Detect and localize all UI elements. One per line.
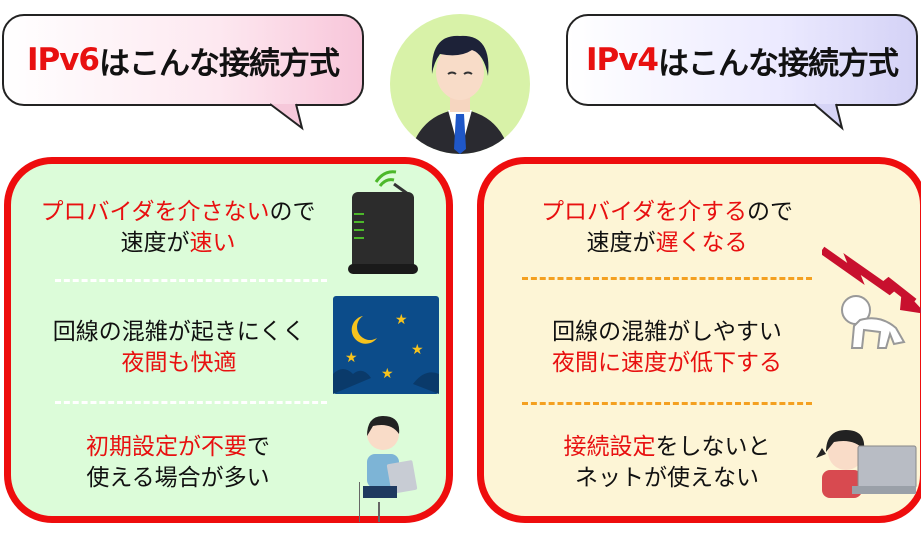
text-segment: ので [269,199,316,225]
text-segment: プロバイダを介する [540,199,748,225]
divider [522,402,812,405]
down-arrow-icon [822,246,921,314]
ipv4-panel: プロバイダを介するので 速度が遅くなる 回線の混雑がしやすい 夜間に速度が低下す… [477,157,921,523]
ipv4-point-setup: 接続設定をしないと ネットが使えない [522,432,812,494]
businessman-avatar [390,14,530,154]
svg-text:★: ★ [345,350,358,366]
ipv6-panel: プロバイダを介さないので 速度が速い 回線の混雑が起きにくく 夜間も快適 初期設… [4,157,453,523]
router-icon [348,170,418,274]
text-segment: 初期設定が不要 [86,434,247,460]
text-segment: プロバイダを介さない [40,199,270,225]
svg-text:★: ★ [381,366,394,382]
woman-tablet-icon [359,416,418,522]
text-segment: ネットが使えない [575,465,759,491]
text-segment: 夜間に速度が低下する [552,350,782,376]
svg-text:★: ★ [395,312,408,328]
text-segment: 回線の混雑がしやすい [552,319,782,345]
svg-text:★: ★ [411,342,424,358]
ipv6-point-night: 回線の混雑が起きにくく 夜間も快適 [29,317,329,379]
ipv6-title-accent: IPv6 [26,42,100,78]
ipv4-title-accent: IPv4 [585,42,659,78]
text-segment: で [247,434,270,460]
ipv4-point-night: 回線の混雑がしやすい 夜間に速度が低下する [512,317,822,379]
text-segment: 使える場合が多い [86,465,270,491]
text-segment: をしないと [655,434,771,460]
text-segment: 速度が [586,230,656,256]
ipv6-point-speed: プロバイダを介さないので 速度が速い [33,197,323,259]
night-sky-icon: ★★ ★★ [333,296,439,394]
divider [55,401,327,404]
divider [55,279,327,282]
ipv6-point-setup: 初期設定が不要で 使える場合が多い [33,432,323,494]
bubble-tail-icon [813,103,844,131]
text-segment: 接続設定 [563,434,656,460]
bubble-tail-icon [269,103,304,131]
divider [522,277,812,280]
frustrated-woman-laptop-icon [816,430,917,498]
text-segment: ので [747,199,794,225]
text-segment: 速い [189,230,236,256]
ipv4-title-rest: はこんな接続方式 [658,45,899,82]
text-segment: 夜間も快適 [121,350,237,376]
ipv6-title-rest: はこんな接続方式 [99,45,340,82]
kneeling-person-icon [841,295,906,349]
text-segment: 遅くなる [655,230,748,256]
ipv4-point-speed: プロバイダを介するので 速度が遅くなる [522,197,812,259]
text-segment: 回線の混雑が起きにくく [52,319,306,345]
text-segment: 速度が [120,230,190,256]
